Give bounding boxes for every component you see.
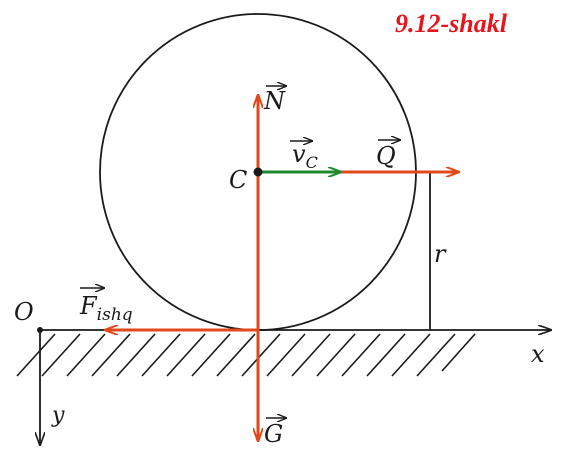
origin-point — [37, 327, 43, 333]
velocity-label: vC — [290, 140, 318, 172]
y-axis-label: y — [51, 403, 65, 428]
friction-force-label: Fishq — [79, 288, 133, 325]
force-q-label: Q — [376, 140, 400, 170]
svg-text:vC: vC — [292, 140, 318, 172]
svg-text:N: N — [263, 87, 286, 115]
figure-caption: 9.12-shakl — [395, 9, 508, 38]
svg-text:Fishq: Fishq — [79, 292, 133, 325]
svg-text:Q: Q — [376, 142, 396, 170]
origin-label: O — [14, 298, 34, 326]
center-point — [253, 167, 263, 177]
weight-label: G — [264, 418, 286, 448]
center-label: C — [229, 166, 247, 194]
radius-label: r — [434, 240, 447, 268]
x-axis-label: x — [531, 340, 545, 368]
ground-hatching — [16, 333, 476, 377]
svg-text:G: G — [264, 420, 283, 448]
normal-force-label: N — [263, 86, 286, 115]
